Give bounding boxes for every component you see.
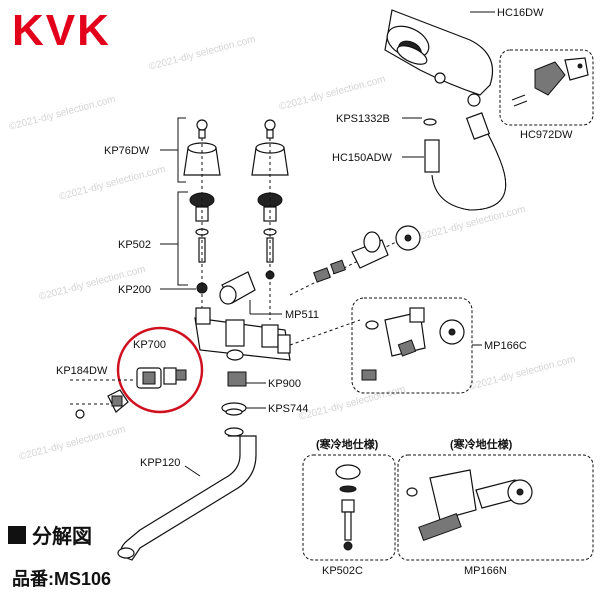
cold-region-note-left: (寒冷地仕様) — [316, 437, 379, 451]
lever-kp184dw — [75, 389, 129, 419]
watermark: ©2021-diy selection.com — [18, 424, 127, 463]
label-kpp120: KPP120 — [140, 457, 180, 469]
label-kp502: KP502 — [118, 239, 151, 251]
label-mp511: MP511 — [285, 309, 319, 321]
label-mp166n: MP166N — [464, 565, 507, 577]
watermark: ©2021-diy selection.com — [148, 34, 257, 73]
brand-logo: KVK — [12, 6, 111, 55]
label-kp184dw: KP184DW — [56, 365, 108, 377]
label-kp900: KP900 — [268, 378, 301, 390]
kp502c-group: (寒冷地仕様) KP502C — [302, 437, 396, 577]
mp166n-group: (寒冷地仕様) MP166N — [397, 437, 594, 577]
label-hc150adw: HC150ADW — [332, 152, 393, 164]
label-hc972dw: HC972DW — [520, 129, 573, 141]
part-kp900 — [227, 371, 247, 387]
section-title-text: 分解図 — [32, 526, 92, 548]
label-kp502c: KP502C — [322, 565, 363, 577]
watermark: ©2021-diy selection.com — [468, 354, 577, 393]
model-number: 品番:MS106 — [12, 569, 112, 589]
watermark-layer: ©2021-diy selection.com ©2021-diy select… — [8, 34, 577, 463]
hose-hc150adw — [423, 112, 507, 211]
watermark: ©2021-diy selection.com — [58, 164, 167, 203]
mp166c-group — [351, 297, 473, 394]
shower-head-hc16dw — [384, 9, 494, 107]
faucet-body — [194, 307, 291, 361]
watermark: ©2021-diy selection.com — [8, 94, 117, 133]
watermark: ©2021-diy selection.com — [298, 384, 407, 423]
left-handle-stack — [183, 119, 221, 294]
spout-kpp120 — [117, 427, 257, 561]
part-kps744 — [221, 402, 247, 416]
label-kp200: KP200 — [118, 284, 151, 296]
kp700-highlight — [116, 326, 204, 414]
section-title: 分解図 — [8, 520, 92, 549]
label-kps744: KPS744 — [268, 403, 308, 415]
label-kp76dw: KP76DW — [104, 145, 150, 157]
label-mp166c: MP166C — [484, 340, 527, 352]
upper-elbow-parts — [313, 225, 421, 283]
label-hc16dw: HC16DW — [497, 7, 544, 19]
label-kp700: KP700 — [133, 339, 166, 351]
hc972dw-group: HC972DW — [499, 49, 594, 141]
square-bullet-icon — [8, 525, 26, 544]
diverter-mp511 — [219, 271, 256, 305]
watermark: ©2021-diy selection.com — [278, 74, 387, 113]
cold-region-note-right: (寒冷地仕様) — [450, 437, 513, 451]
label-kps1332b: KPS1332B — [336, 113, 390, 125]
